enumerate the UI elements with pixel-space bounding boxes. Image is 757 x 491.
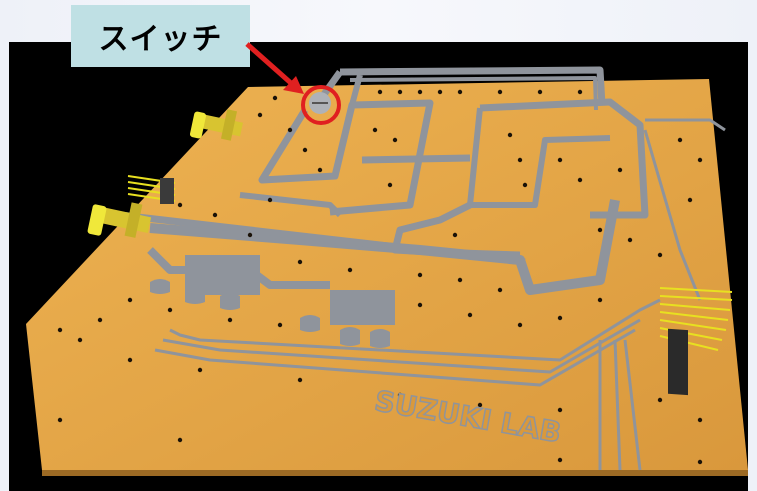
pin-header-right (659, 287, 733, 396)
circuit-traces (119, 66, 726, 471)
pcb-render: SUZUKI LAB (26, 66, 748, 476)
via-holes (57, 89, 703, 465)
pcb-board (26, 79, 748, 470)
ground-pads (150, 255, 395, 348)
pcb-photo: SUZUKI LAB (9, 42, 748, 491)
callout-label: スイッチ (98, 22, 223, 57)
sma-connector-lower (87, 202, 152, 238)
pin-header-left (127, 175, 176, 204)
pcb-board-edge (42, 470, 748, 476)
switch-component (309, 92, 331, 114)
callout-label-box: スイッチ (71, 5, 250, 67)
sma-connector-upper (189, 109, 243, 141)
